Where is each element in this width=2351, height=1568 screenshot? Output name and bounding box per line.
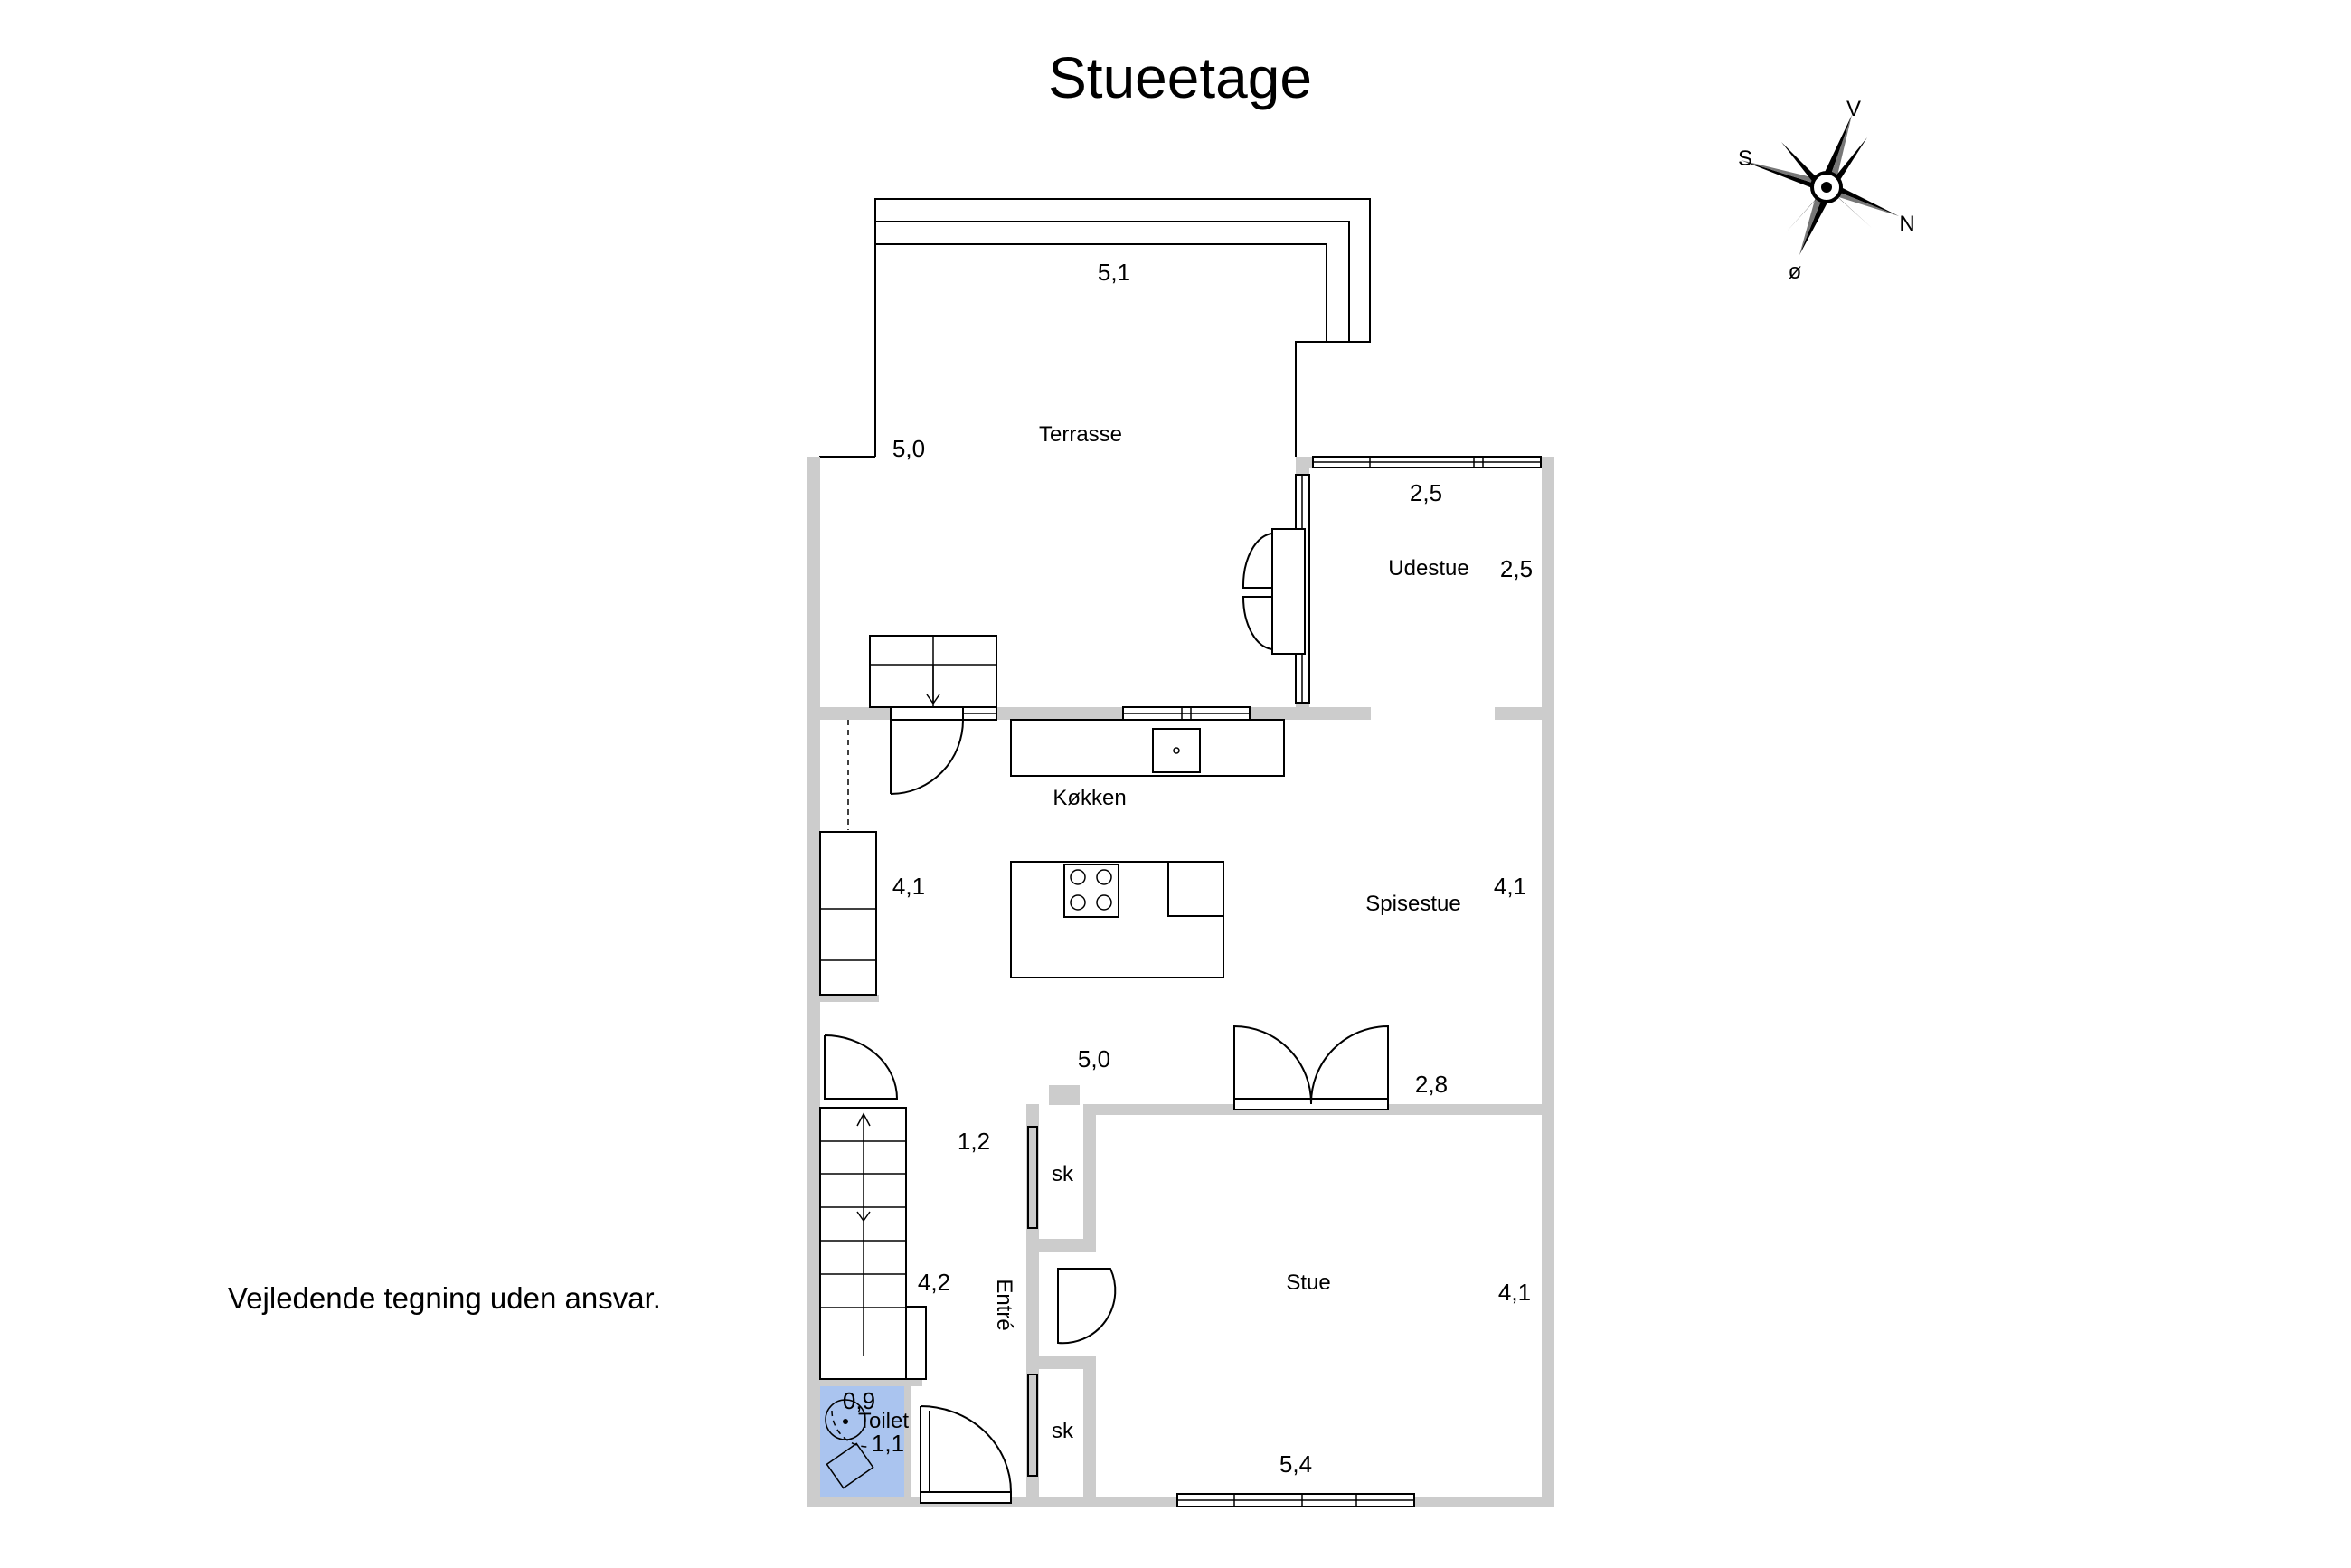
dim-spisestue-bottom: 2,8	[1415, 1071, 1448, 1098]
dim-udestue-right: 2,5	[1500, 555, 1533, 582]
room-label-stue: Stue	[1286, 1270, 1330, 1295]
dim-toilet-h: 1,1	[872, 1430, 904, 1457]
room-label-udestue: Udestue	[1388, 556, 1468, 581]
room-label-spisestue: Spisestue	[1365, 892, 1460, 916]
kitchen-island	[1010, 861, 1224, 978]
room-label-sk-upper: sk	[1052, 1162, 1074, 1186]
disclaimer-note: Vejledende tegning uden ansvar.	[228, 1281, 661, 1315]
dim-stue-right: 4,1	[1498, 1279, 1531, 1306]
dim-udestue-top: 2,5	[1410, 479, 1442, 506]
room-label-terrasse: Terrasse	[1039, 422, 1122, 447]
compass-icon	[1741, 115, 1899, 255]
dim-stue-bottom: 5,4	[1279, 1450, 1312, 1478]
room-label-sk-lower: sk	[1052, 1419, 1074, 1443]
terrace-outline	[819, 198, 1371, 458]
room-label-koekken: Køkken	[1053, 786, 1126, 810]
compass-label-right: N	[1899, 212, 1914, 236]
storage-units	[819, 720, 877, 996]
compass-label-top: V	[1846, 97, 1861, 121]
staircase	[819, 1107, 927, 1380]
dim-terrasse-left: 5,0	[892, 435, 925, 462]
doors	[824, 533, 1389, 1493]
dim-spisestue-right: 4,1	[1494, 873, 1526, 900]
dim-stair: 4,2	[918, 1269, 950, 1296]
room-label-entre: Entré	[992, 1279, 1016, 1330]
dim-kitchen-left: 4,1	[892, 873, 925, 900]
dim-hall: 1,2	[958, 1128, 990, 1155]
kitchen-counter	[1010, 719, 1285, 777]
windows	[920, 456, 1542, 1507]
compass-label-left: S	[1738, 146, 1752, 171]
walls	[807, 457, 1554, 1507]
closets	[1027, 1126, 1038, 1477]
toilet-room	[820, 1386, 904, 1497]
terrace-bench	[869, 635, 997, 708]
page-title: Stueetage	[1048, 45, 1312, 110]
compass-label-bottom: ø	[1789, 260, 1802, 284]
dim-terrasse-top: 5,1	[1098, 259, 1130, 286]
dim-mid-width: 5,0	[1078, 1045, 1110, 1072]
room-label-toilet: Toilet	[858, 1409, 909, 1433]
dim-toilet-w: 0,9	[843, 1387, 875, 1414]
